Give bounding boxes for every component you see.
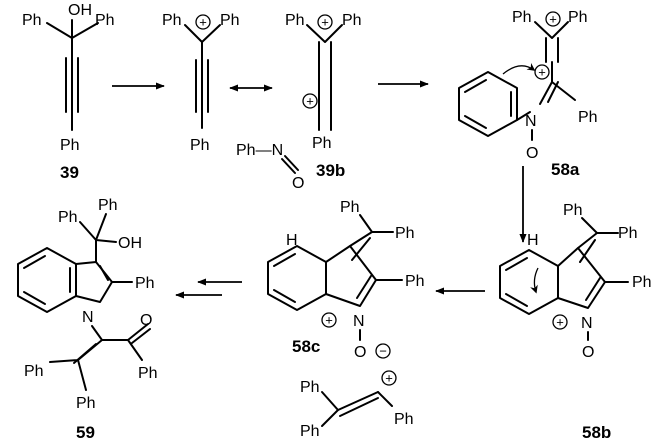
compound-label-59: 59 (76, 423, 95, 442)
plus-sign: + (325, 313, 333, 328)
n-label: N (525, 113, 537, 130)
o-label: O (526, 145, 538, 162)
plus-sign: + (199, 15, 207, 30)
ph-label: Ph (342, 12, 362, 29)
ph-label: Ph (405, 273, 425, 290)
structure-39b: Ph Ph + + Ph 39b (285, 12, 362, 180)
structure-58c: Ph Ph H Ph + N O − 58c (267, 199, 425, 361)
anion-charge (375, 343, 391, 359)
phn-label: Ph—N (236, 142, 283, 159)
h-label: H (527, 232, 539, 249)
cation-charge (552, 314, 568, 330)
oh-label: OH (118, 235, 142, 252)
cation-charge (302, 93, 318, 109)
compound-label-39: 39 (60, 163, 79, 182)
h-label: H (286, 232, 298, 249)
cation-charge (381, 370, 397, 386)
structure-39: Ph OH Ph Ph 39 (22, 2, 115, 182)
oh-label: OH (68, 2, 92, 19)
ph-label: Ph (190, 137, 210, 154)
ph-label: Ph (138, 365, 158, 382)
structure-58a: Ph Ph + + N Ph O 58a (458, 9, 598, 179)
ph-label: Ph (312, 135, 332, 152)
ph-label: Ph (58, 209, 78, 226)
plus-sign: + (306, 94, 314, 109)
structure-vinyl-cation: Ph Ph + Ph (300, 370, 414, 440)
cation-charge (195, 14, 211, 30)
ph-label: Ph (95, 12, 115, 29)
cation-charge (321, 312, 337, 328)
plus-sign: + (556, 315, 564, 330)
cation-charge (317, 14, 333, 30)
curved-arrow (502, 63, 536, 75)
ph-label: Ph (578, 109, 598, 126)
ph-label: Ph (632, 274, 652, 291)
ph-label: Ph (568, 9, 588, 26)
ph-label: Ph (618, 225, 638, 242)
ph-label: Ph (98, 197, 118, 214)
ph-label: Ph (24, 363, 44, 380)
plus-sign: + (538, 65, 546, 80)
o-label: O (292, 175, 304, 192)
o-label: O (140, 312, 152, 329)
cation-charge (545, 11, 561, 27)
o-label: O (354, 344, 366, 361)
ph-label: Ph (300, 423, 320, 440)
ph-label: Ph (60, 137, 80, 154)
n-label: N (82, 309, 94, 326)
structure-58b: Ph Ph H Ph + N O 58b (499, 202, 652, 442)
ph-label: Ph (395, 225, 415, 242)
ph-label: Ph (285, 12, 305, 29)
ph-label: Ph (300, 379, 320, 396)
ph-label: Ph (162, 12, 182, 29)
ph-label: Ph (340, 199, 360, 216)
ph-label: Ph (135, 275, 155, 292)
plus-sign: + (321, 15, 329, 30)
structure-nitrosobenzene: Ph—N O (236, 142, 304, 192)
ph-label: Ph (76, 395, 96, 412)
ph-label: Ph (563, 202, 583, 219)
compound-label-58a: 58a (551, 160, 580, 179)
minus-sign: − (379, 344, 387, 359)
cation-charge (534, 64, 550, 80)
curved-arrow (530, 267, 539, 294)
plus-sign: + (385, 371, 393, 386)
n-label: N (581, 315, 593, 332)
ph-label: Ph (512, 9, 532, 26)
n-label: N (353, 313, 365, 330)
plus-sign: + (549, 12, 557, 27)
o-label: O (582, 344, 594, 361)
compound-label-39b: 39b (316, 161, 345, 180)
compound-label-58b: 58b (582, 423, 611, 442)
structure-propargyl-cation: Ph Ph + Ph (162, 12, 240, 154)
ph-label: Ph (22, 12, 42, 29)
ph-label: Ph (394, 411, 414, 428)
ph-label: Ph (220, 12, 240, 29)
compound-label-58c: 58c (292, 337, 320, 356)
structure-59: Ph Ph OH Ph N O Ph Ph Ph 59 (17, 197, 158, 442)
